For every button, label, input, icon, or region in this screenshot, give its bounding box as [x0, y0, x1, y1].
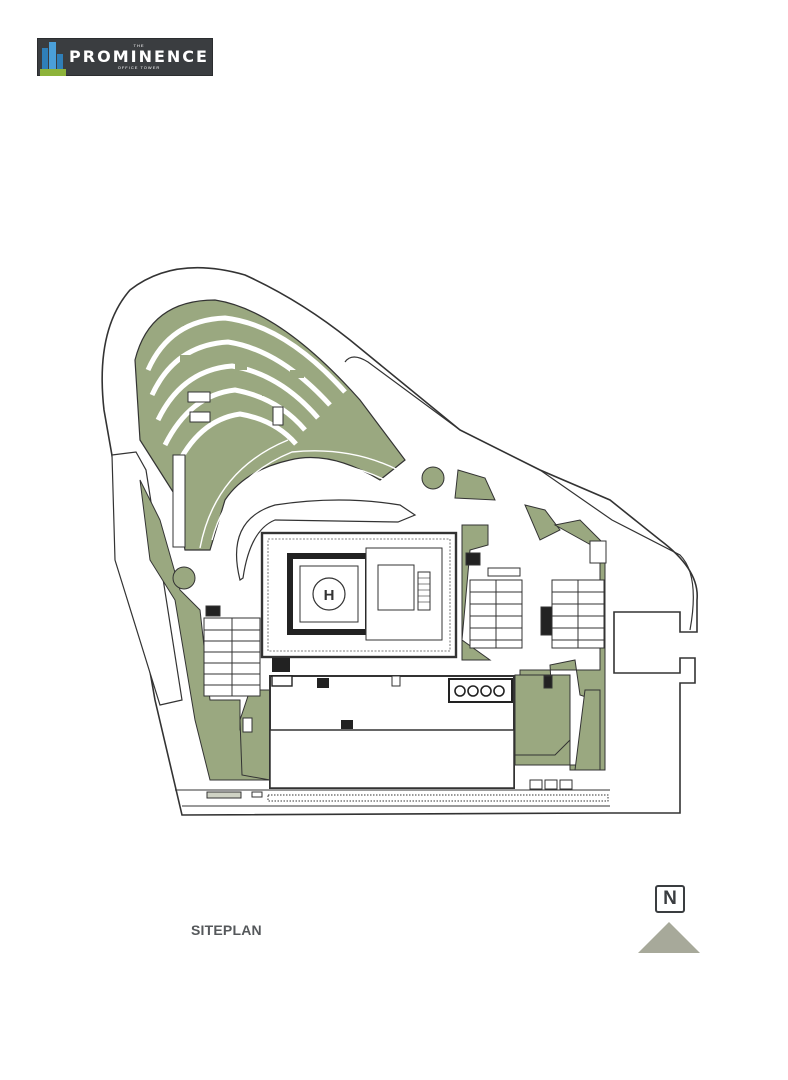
logo-prefix: THE: [133, 43, 145, 48]
north-label: N: [655, 885, 685, 913]
office-tower: H: [260, 531, 458, 659]
parking-east: [465, 540, 607, 689]
terraced-garden: [134, 299, 406, 551]
logo-name: PROMINENCE: [69, 47, 209, 66]
brand-logo: THE PROMINENCE OFFICE TOWER: [37, 38, 213, 76]
logo-subtitle: OFFICE TOWER: [117, 65, 161, 70]
helipad-letter: H: [324, 587, 335, 604]
southern-frontage: [175, 779, 610, 807]
landscape-areas: [139, 469, 606, 781]
drop-off-loop: [236, 499, 417, 581]
tower-logo-icon: [40, 38, 66, 76]
planter-west: [172, 566, 196, 590]
logo-wordmark: THE PROMINENCE OFFICE TOWER: [66, 44, 212, 70]
north-arrow-icon: [638, 922, 700, 953]
siteplan-caption: SITEPLAN: [191, 922, 262, 938]
parking-west: [203, 605, 261, 733]
helipad-circle: [312, 577, 346, 611]
podium-building: [269, 658, 515, 789]
road-edge-east: [344, 356, 694, 631]
road-edge-left: [111, 451, 183, 706]
planter-north: [421, 466, 445, 490]
